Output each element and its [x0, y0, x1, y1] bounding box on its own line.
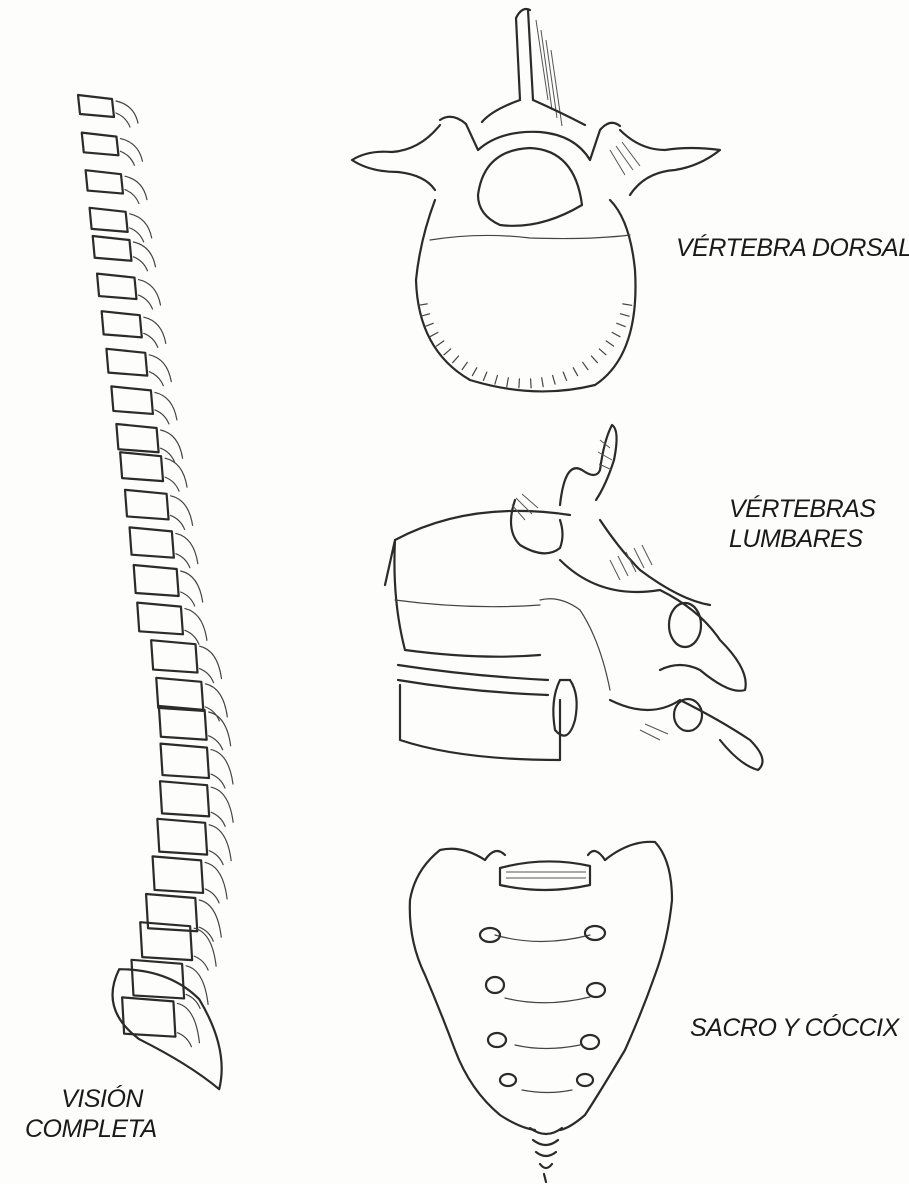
- spine-vertebra: [137, 603, 183, 635]
- spine-process: [199, 900, 221, 941]
- dorsal-rim-tick: [599, 349, 606, 355]
- dorsal-rim-tick: [444, 349, 451, 355]
- dorsal-rim-tick: [421, 314, 430, 316]
- label-vision-line2: COMPLETA: [25, 1114, 143, 1144]
- label-lumbar-line1: VÉRTEBRAS: [729, 494, 875, 524]
- dorsal-rim-tick: [583, 362, 588, 369]
- dorsal-rim-tick: [531, 379, 532, 388]
- spine-process: [161, 430, 183, 462]
- spine-process: [176, 533, 198, 567]
- label-vision-line1: VISIÓN: [25, 1084, 143, 1114]
- spine-process: [149, 355, 171, 386]
- spine-process: [116, 101, 138, 127]
- spine-vertebra: [161, 744, 209, 778]
- spine-process: [211, 750, 233, 788]
- spine-vertebra: [116, 424, 158, 452]
- spine-vertebra: [97, 274, 136, 299]
- dorsal-rim-tick: [591, 356, 597, 363]
- spine-vertebra: [157, 819, 207, 855]
- spine-vertebra: [90, 208, 128, 232]
- dorsal-rim-tick: [620, 314, 629, 316]
- dorsal-rim-tick: [606, 341, 613, 346]
- dorsal-rim-tick: [507, 378, 509, 387]
- spine-vertebra: [130, 527, 174, 557]
- spine-vertebra: [86, 170, 123, 193]
- spine-process: [194, 928, 216, 970]
- spine-process: [186, 966, 208, 1009]
- dorsal-rim-tick: [519, 379, 520, 388]
- dorsal-rim-tick: [453, 356, 459, 363]
- spine-vertebra: [153, 856, 204, 893]
- dorsal-rim-tick: [612, 332, 620, 336]
- spine-process: [181, 571, 203, 606]
- lumbar-vertebrae-drawing: [385, 425, 763, 770]
- spine-vertebra: [151, 640, 197, 672]
- dorsal-rim-tick: [436, 341, 443, 346]
- spine-vertebra: [78, 95, 114, 117]
- spine-vertebra: [131, 960, 184, 999]
- label-sacro-text: SACRO Y CÓCCIX: [690, 1013, 899, 1043]
- spine-process: [130, 214, 152, 242]
- spine-process: [155, 392, 177, 424]
- spine-vertebra: [160, 781, 209, 816]
- spine-process: [144, 317, 166, 347]
- spine-vertebra: [106, 349, 147, 376]
- dorsal-rim-tick: [563, 372, 566, 380]
- label-dorsal-vertebra: VÉRTEBRA DORSAL: [676, 233, 909, 263]
- spine-process: [209, 825, 231, 865]
- dorsal-rim-tick: [425, 323, 433, 326]
- dorsal-rim-tick: [418, 304, 427, 305]
- spine-process: [185, 609, 207, 645]
- dorsal-rim-tick: [462, 362, 467, 369]
- dorsal-rim-tick: [623, 304, 632, 305]
- spine-process: [120, 139, 142, 166]
- spine-vertebra: [120, 452, 163, 481]
- spine-process: [139, 280, 161, 309]
- sacrum-coccyx-drawing: [410, 842, 672, 1182]
- spine-process: [171, 496, 193, 530]
- dorsal-rim-tick: [495, 376, 498, 385]
- spine-vertebra: [93, 236, 132, 261]
- label-sacrum-coccyx: SACRO Y CÓCCIX: [690, 1013, 899, 1043]
- spine-process: [211, 787, 233, 826]
- spine-vertebra: [134, 565, 179, 596]
- spine-vertebra: [125, 490, 169, 520]
- spine-full-view: [78, 95, 233, 1089]
- spine-process: [177, 1003, 199, 1046]
- spine-process: [205, 862, 227, 903]
- dorsal-rim-tick: [573, 368, 577, 376]
- label-lumbar-line2: LUMBARES: [729, 524, 875, 554]
- spine-process: [200, 646, 222, 682]
- dorsal-rim-tick: [553, 376, 556, 385]
- spine-process: [165, 458, 187, 491]
- spine-process: [125, 176, 147, 203]
- label-lumbar-vertebrae: VÉRTEBRAS LUMBARES: [729, 494, 875, 554]
- spine-process: [133, 242, 155, 271]
- dorsal-rim-tick: [542, 378, 544, 387]
- spine-vertebra: [82, 133, 119, 156]
- spine-process: [209, 712, 231, 750]
- dorsal-rim-tick: [430, 332, 438, 336]
- label-complete-view: VISIÓN COMPLETA: [25, 1084, 143, 1144]
- dorsal-rim-tick: [483, 372, 486, 380]
- dorsal-vertebra-drawing: [352, 9, 720, 391]
- spine-vertebra: [102, 311, 142, 337]
- dorsal-rim-tick: [617, 323, 625, 326]
- spine-vertebra: [111, 386, 153, 414]
- dorsal-rim-tick: [472, 368, 476, 376]
- label-dorsal-text: VÉRTEBRA DORSAL: [676, 233, 909, 263]
